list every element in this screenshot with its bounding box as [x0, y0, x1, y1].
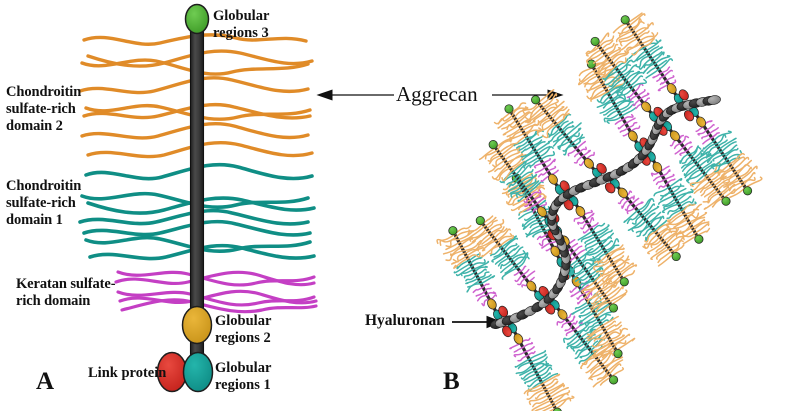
gag-chain: [628, 123, 637, 128]
gag-chain: [666, 76, 674, 81]
gag-chain: [535, 167, 545, 173]
gag-chain: [626, 204, 633, 210]
gag-chain: [662, 170, 670, 176]
gag-chain: [518, 356, 527, 361]
gag-chain: [631, 96, 638, 101]
gag-chain: [577, 294, 584, 299]
gag-chain: [635, 202, 643, 207]
gag-chain: [562, 322, 569, 327]
globular-region-3-bead: [591, 37, 599, 45]
gag-chain: [620, 128, 628, 133]
gag-chain: [615, 120, 623, 125]
gag-chain: [661, 81, 667, 85]
gag-chain: [523, 270, 529, 275]
gag-chain: [680, 151, 687, 156]
globular-region-3-bead: [609, 304, 617, 312]
gag-chain: [570, 244, 577, 249]
label-link-protein: Link protein: [88, 365, 166, 382]
gag-chain: [520, 266, 526, 271]
label-chondroitin-sulfate-domain-2: Chondroitin sulfate-rich domain 2: [6, 84, 114, 135]
gag-chain: [657, 77, 664, 82]
gag-chain: [587, 360, 597, 368]
gag-chain: [659, 184, 667, 189]
globular-region-3-bead: [620, 278, 628, 286]
gag-chain: [548, 167, 556, 172]
gag-chain: [580, 147, 587, 152]
gag-chain: [654, 176, 663, 181]
gag-chain: [675, 143, 681, 148]
gag-chain: [515, 275, 522, 282]
gag-chain: [473, 287, 483, 292]
globular-region-3-bead: [609, 376, 617, 384]
gag-chain: [607, 360, 622, 372]
gag-chain: [505, 151, 520, 161]
globular-region-3-bead: [621, 16, 629, 24]
label-globular-region-2: Globular regions 2: [215, 313, 311, 347]
label-hyaluronan: Hyaluronan: [365, 312, 445, 330]
gag-chain: [523, 343, 532, 348]
gag-chain: [618, 124, 625, 129]
gag-chain: [637, 90, 645, 96]
gag-chain: [684, 142, 691, 147]
gag-chain: [485, 288, 491, 291]
globular-region-3-bead: [505, 105, 513, 113]
panel-letter-b: B: [443, 367, 460, 397]
gag-chain: [525, 347, 534, 352]
gag-chain: [681, 136, 689, 143]
label-chondroitin-sulfate-domain-1: Chondroitin sulfate-rich domain 1: [6, 178, 114, 229]
gag-chain: [575, 156, 583, 163]
globular-region-3-bead: [489, 140, 497, 148]
globular-region-3-bead: [449, 227, 457, 235]
gag-chain: [627, 208, 635, 214]
globular-region-3-bead: [743, 187, 751, 195]
gag-chain: [529, 351, 545, 360]
gag-chain: [584, 228, 591, 233]
gag-chain: [514, 352, 525, 357]
gag-chain: [629, 196, 634, 200]
gag-chain: [665, 175, 674, 180]
gag-chain: [698, 130, 706, 135]
gag-chain: [575, 152, 580, 156]
globular-region-3-bead: [695, 235, 703, 243]
gag-chain: [483, 284, 489, 287]
globular-region-3-bead: [614, 349, 622, 357]
gag-chain: [702, 134, 709, 139]
gag-chain: [515, 167, 524, 175]
gag-chain: [539, 171, 548, 177]
gag-chain: [571, 321, 577, 326]
gag-chain: [514, 271, 519, 275]
globular-region-3-bead: [476, 216, 484, 224]
aggrecan-aggregate: [437, 13, 762, 411]
panel-letter-a: A: [36, 367, 54, 397]
globular-region-3-bead: [722, 197, 730, 205]
label-keratan-sulfate-domain: Keratan sulfate- rich domain: [16, 276, 138, 310]
gag-chain: [527, 352, 535, 356]
globular-region-3-bead: [672, 252, 680, 260]
gag-chain: [687, 147, 692, 151]
label-globular-region-1: Globular regions 1: [215, 360, 311, 394]
gag-chain: [657, 180, 665, 185]
gag-chain: [581, 224, 588, 229]
gag-chain: [583, 150, 591, 156]
gag-chain: [623, 115, 633, 120]
gag-chain: [499, 258, 510, 266]
aggrecan-monomer-arms: [437, 13, 762, 411]
label-aggrecan: Aggrecan: [396, 82, 478, 107]
gag-chain: [578, 220, 586, 225]
globular-region-2-bead: [512, 332, 524, 345]
globular-region-3-bead: [531, 96, 539, 104]
gag-chain: [707, 125, 715, 130]
gag-chain: [524, 374, 537, 381]
gag-chain: [535, 163, 543, 168]
gag-chain: [616, 338, 635, 350]
gag-chain: [614, 341, 625, 348]
gag-chain: [697, 229, 710, 236]
gag-chain: [745, 177, 762, 187]
label-globular-region-3: Globular regions 3: [213, 8, 309, 42]
gag-chain: [543, 159, 550, 163]
gag-chain: [514, 347, 523, 352]
